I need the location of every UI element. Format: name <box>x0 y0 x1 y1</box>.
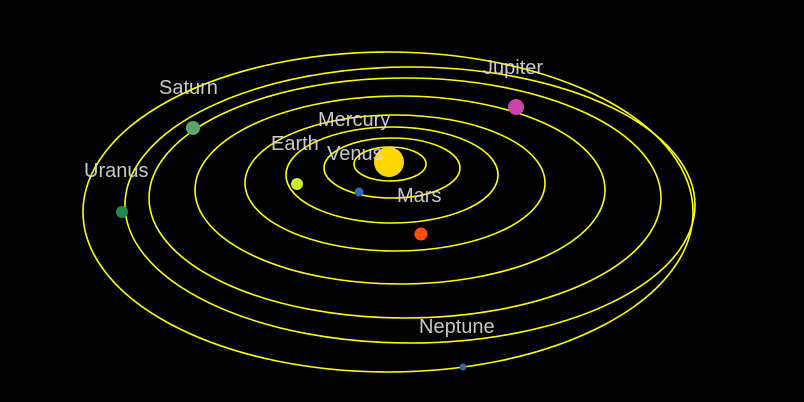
uranus-label: Uranus <box>84 160 148 182</box>
mercury-label: Mercury <box>318 109 390 131</box>
earth-label: Earth <box>271 133 319 155</box>
jupiter-label: Jupiter <box>483 57 543 79</box>
mars-label: Mars <box>397 185 441 207</box>
orbit-ring-2 <box>323 137 461 199</box>
yellow-green-body <box>291 178 303 190</box>
mars-body <box>414 227 428 241</box>
earth-body <box>354 187 364 197</box>
orbit-ring-1 <box>353 146 427 182</box>
orbit-ring-3 <box>285 126 499 224</box>
saturn-body <box>186 121 200 135</box>
sun-body <box>374 147 404 177</box>
orbits-group <box>82 51 696 373</box>
neptune-label: Neptune <box>419 316 495 338</box>
neptune-body <box>459 363 467 371</box>
saturn-label: Saturn <box>159 77 218 99</box>
venus-label: Venus <box>327 143 383 165</box>
jupiter-body <box>508 99 524 115</box>
orbit-ring-5 <box>194 95 606 285</box>
orbit-ring-4 <box>244 114 546 252</box>
orbit-ring-7 <box>124 66 696 344</box>
orbit-ring-6 <box>148 77 662 319</box>
uranus-body <box>116 206 128 218</box>
orbit-ring-8 <box>82 51 694 373</box>
planet-bodies-group <box>116 99 524 371</box>
